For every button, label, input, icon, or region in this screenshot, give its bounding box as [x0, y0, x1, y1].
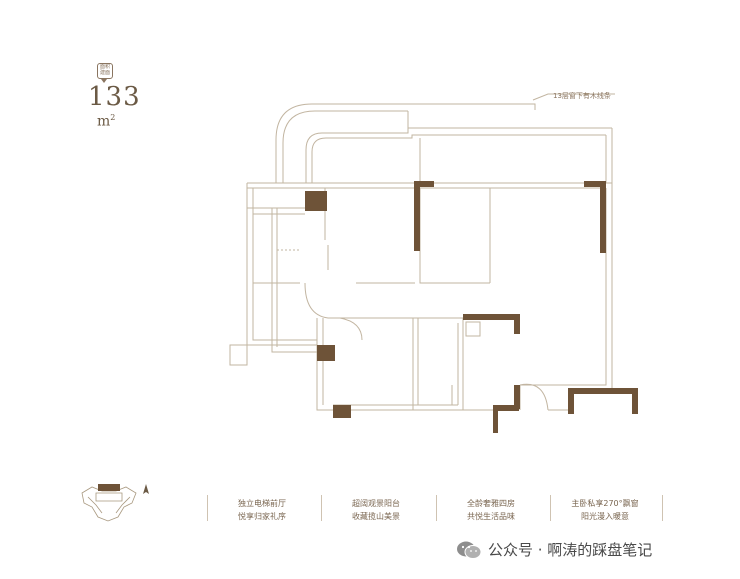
feature-divider: [436, 495, 437, 521]
column-5: [333, 405, 351, 418]
wall-lower-left: [316, 318, 500, 411]
column-4: [317, 345, 335, 361]
feature-item-balcony: 超阔观景阳台 收藏揽山美景: [321, 497, 431, 523]
column-2-cap: [414, 181, 434, 187]
feature-line-1: 超阔观景阳台: [352, 499, 400, 508]
wechat-icon: [457, 541, 482, 559]
feature-line-1: 独立电梯前厅: [238, 499, 286, 508]
feature-divider: [321, 495, 322, 521]
area-badge-icon: 面积 建面: [97, 63, 113, 79]
balcony-outline-outer: [275, 103, 536, 183]
feature-item-lobby: 独立电梯前厅 悦享归家礼序: [207, 497, 317, 523]
wall-bedroom-bottom: [419, 188, 490, 284]
wall-right-inner: [520, 188, 607, 386]
column-3: [600, 181, 606, 253]
door-swing-2: [519, 383, 549, 411]
feature-line-2: 阳光漫入暖意: [581, 512, 629, 521]
note-callout-line: [532, 93, 615, 101]
plan-note: 13层窗下有木线条: [553, 92, 611, 100]
feature-line-2: 收藏揽山美景: [352, 512, 400, 521]
column-1: [305, 191, 327, 211]
wall-left-lobby: [271, 208, 317, 353]
bay-window-right: [632, 388, 638, 414]
watermark-text: 公众号 · 啊涛的踩盘笔记: [488, 541, 653, 559]
structural-columns: [305, 181, 638, 433]
feature-line-1: 主卧私享270°飘窗: [571, 499, 639, 508]
column-2: [414, 181, 420, 251]
feature-line-1: 全龄奢雅四房: [467, 499, 515, 508]
column-6-side: [514, 314, 520, 334]
feature-divider: [550, 495, 551, 521]
feature-line-2: 共悦生活品味: [467, 512, 515, 521]
watermark: 公众号 · 啊涛的踩盘笔记: [456, 539, 652, 560]
feature-line-2: 悦享归家礼序: [238, 512, 286, 521]
balcony-rail-outer: [305, 127, 612, 183]
balcony-rail-inner: [311, 134, 606, 183]
area-number: 133: [88, 82, 141, 112]
closet-square: [465, 321, 481, 337]
area-unit-sup: 2: [110, 113, 116, 122]
key-plan-icon: [81, 484, 137, 522]
north-arrow-icon: [143, 484, 149, 494]
bay-window-top: [568, 388, 638, 394]
feature-divider: [662, 495, 663, 521]
column-7-side: [493, 405, 498, 433]
door-swing-1: [339, 317, 363, 341]
feature-item-bay-window: 主卧私享270°飘窗 阳光漫入暖意: [550, 497, 660, 523]
area-arrow-icon: [101, 79, 107, 83]
column-3-cap: [584, 181, 606, 187]
column-7-top: [493, 405, 519, 411]
area-unit-base: m: [97, 113, 111, 130]
balcony-outline-inner: [282, 110, 408, 183]
utility-box: [229, 344, 248, 366]
column-7-upper: [514, 385, 520, 409]
entry-curve-wall: [304, 282, 355, 319]
area-unit: m2: [97, 110, 115, 130]
feature-item-rooms: 全龄奢雅四房 共悦生活品味: [436, 497, 546, 523]
column-6-top: [463, 314, 519, 320]
feature-divider: [207, 495, 208, 521]
bay-window-left: [568, 388, 574, 414]
